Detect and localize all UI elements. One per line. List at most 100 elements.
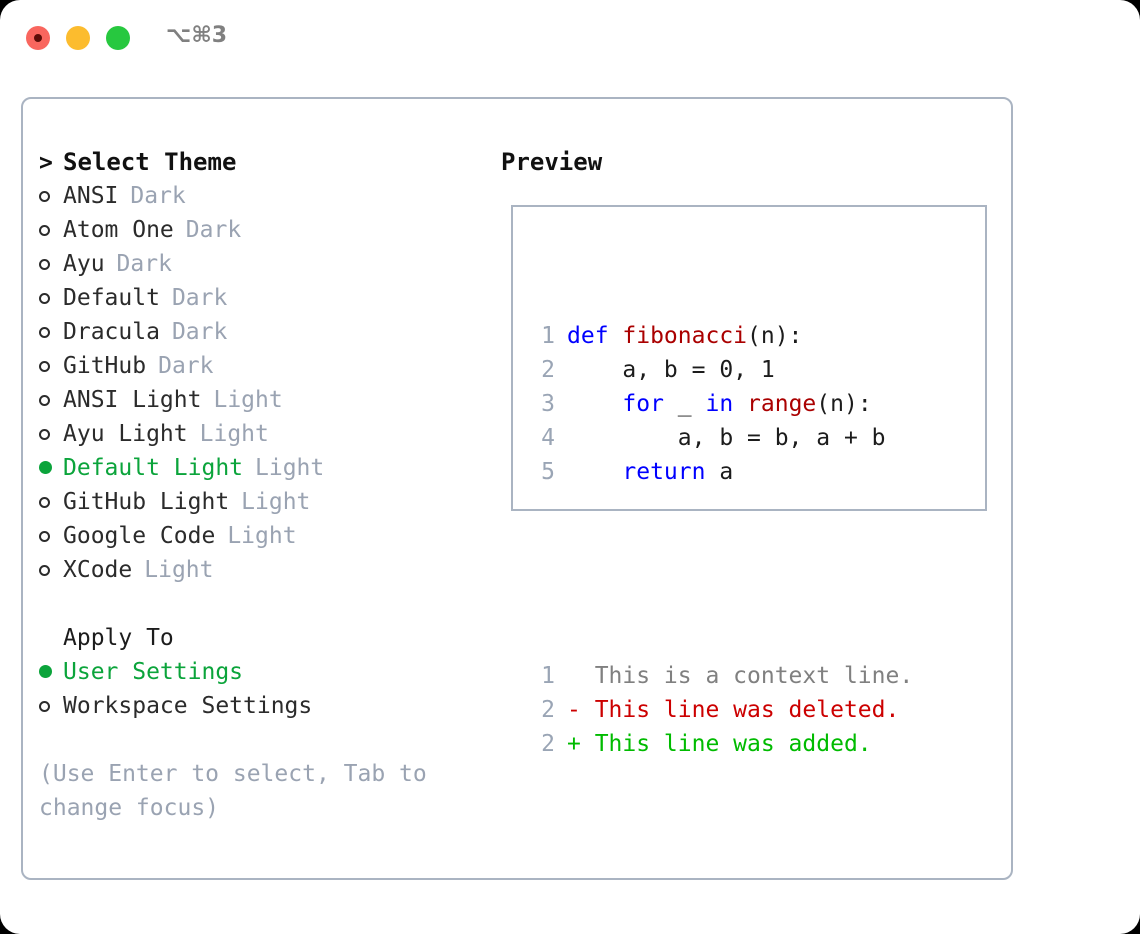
theme-option-variant: Light [255,455,325,481]
theme-option-name: Default Light [63,455,244,481]
maximize-button[interactable] [106,26,130,50]
diff-line-text: - This line was deleted. [567,697,900,723]
code-token: in [705,391,734,417]
radio-unselected-icon[interactable] [39,417,63,451]
select-theme-heading-label: Select Theme [63,148,237,176]
diff-line-text: This is a context line. [567,663,914,689]
radio-unselected-icon[interactable] [39,519,63,553]
diff-line: 2 - This line was deleted. [527,693,913,727]
code-line: 4 a, b = b, a + b [527,421,913,455]
apply-to-option[interactable]: User Settings [39,655,469,689]
code-line-number: 1 [541,323,555,349]
code-line: 2 a, b = 0, 1 [527,353,913,387]
theme-option-variant: Dark [171,285,228,311]
preview-column: Preview [501,145,991,179]
apply-to-heading: Apply To [39,621,469,655]
diff-sample: 1 This is a context line. 2 - This line wa… [527,659,913,761]
theme-option-variant: Dark [185,217,242,243]
code-token: range [747,391,817,417]
theme-option-variant: Light [144,557,214,583]
title-bar: ⌥⌘3 [0,0,1140,78]
code-token: a, b = 0, 1 [567,357,775,383]
theme-option-name: Default [63,285,160,311]
code-token: (n): [816,391,872,417]
radio-unselected-icon[interactable] [39,247,63,281]
select-theme-heading: > Select Theme [39,145,469,179]
theme-option-name: ANSI [63,183,119,209]
code-line-text: def fibonacci(n): [567,319,802,353]
code-token: def [567,323,623,349]
theme-option[interactable]: Google Code Light [39,519,469,553]
radio-selected-icon[interactable] [39,655,63,689]
theme-option-variant: Light [241,489,311,515]
theme-option-variant: Dark [116,251,172,277]
code-token: fibonacci [622,323,748,349]
code-token: a, b = b, a + b [567,425,886,451]
theme-option[interactable]: Default Light Light [39,451,469,485]
theme-option[interactable]: Dracula Dark [39,315,469,349]
theme-option-name: GitHub Light [63,489,230,515]
theme-option[interactable]: ANSI Dark [39,179,469,213]
theme-option[interactable]: Default Dark [39,281,469,315]
radio-unselected-icon[interactable] [39,315,63,349]
apply-to-option-label: User Settings [63,659,244,685]
apply-to-option-label: Workspace Settings [63,693,313,719]
theme-option-variant: Dark [171,319,228,345]
code-token: return [622,459,706,485]
radio-unselected-icon[interactable] [39,281,63,315]
code-line-text: return a [567,455,733,489]
code-line-text: a, b = b, a + b [567,421,886,455]
radio-unselected-icon[interactable] [39,485,63,519]
radio-selected-icon[interactable] [39,451,63,485]
code-token [567,391,622,417]
code-line-number: 2 [541,357,555,383]
theme-option-variant: Dark [130,183,186,209]
code-gap [527,557,913,591]
radio-unselected-icon[interactable] [39,553,63,587]
theme-option-name: Google Code [63,523,216,549]
code-line: 3 for _ in range(n): [527,387,913,421]
code-token [733,391,747,417]
theme-option-variant: Light [213,387,283,413]
theme-option-name: Dracula [63,319,160,345]
code-token: for [622,391,664,417]
theme-option-name: Ayu [63,251,105,277]
diff-line-number: 1 [541,663,555,689]
apply-to-heading-label: Apply To [63,625,174,651]
diff-line: 1 This is a context line. [527,659,913,693]
diff-line-number: 2 [541,731,555,757]
code-token: a [705,459,734,485]
theme-option-name: XCode [63,557,133,583]
radio-unselected-icon[interactable] [39,179,63,213]
code-line: 1 def fibonacci(n): [527,319,913,353]
radio-unselected-icon[interactable] [39,349,63,383]
theme-option-name: Atom One [63,217,174,243]
radio-unselected-icon[interactable] [39,213,63,247]
theme-option[interactable]: GitHub Light Light [39,485,469,519]
diff-line-number: 2 [541,697,555,723]
apply-to-option[interactable]: Workspace Settings [39,689,469,723]
preview-title: Preview [501,148,603,176]
shortcut-label: ⌥⌘3 [166,23,228,48]
theme-option[interactable]: Ayu Dark [39,247,469,281]
code-token: (n): [747,323,803,349]
theme-option[interactable]: XCode Light [39,553,469,587]
theme-option-name: Ayu Light [63,421,188,447]
minimize-button[interactable] [66,26,90,50]
theme-option-name: GitHub [63,353,147,379]
radio-unselected-icon[interactable] [39,383,63,417]
code-line-text: for _ in range(n): [567,387,872,421]
theme-option[interactable]: Atom One Dark [39,213,469,247]
close-button[interactable] [26,26,50,50]
radio-unselected-icon[interactable] [39,689,63,723]
theme-option-variant: Light [227,523,297,549]
